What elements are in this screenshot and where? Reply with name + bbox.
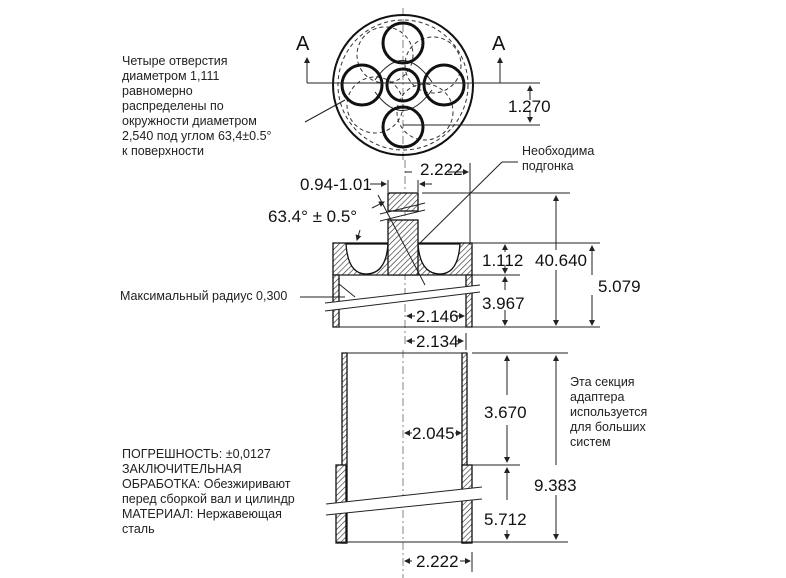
dim-tube-upper-height: 3.670 bbox=[484, 403, 527, 422]
dim-tube-lower-height: 5.712 bbox=[484, 510, 527, 529]
dim-tube-total-height: 9.383 bbox=[534, 476, 577, 495]
dim-upper-height: 5.079 bbox=[598, 277, 641, 296]
dim-tube-outer: 2.222 bbox=[416, 552, 459, 571]
max-radius-note: Максимальный радиус 0,300 bbox=[120, 289, 288, 303]
dim-cup-height: 1.112 bbox=[482, 251, 523, 270]
dim-ring-inner: 2.146 bbox=[416, 307, 459, 326]
dim-tolerance-gap: 0.94-1.01 bbox=[300, 175, 372, 194]
dim-tube-inner: 2.045 bbox=[412, 424, 455, 443]
holes-note: Четыре отверстия диаметром 1,111 равноме… bbox=[122, 54, 272, 158]
dim-top-width: 2.222 bbox=[420, 160, 463, 179]
dim-hole-offset: 1.270 bbox=[508, 97, 551, 116]
spec-note: ПОГРЕШНОСТЬ: ±0,0127 ЗАКЛЮЧИТЕЛЬНАЯ ОБРА… bbox=[122, 447, 295, 536]
section-label-left: A bbox=[296, 33, 310, 55]
tube-section bbox=[325, 350, 568, 578]
dim-overall-height: 40.640 bbox=[535, 251, 587, 270]
dim-angle: 63.4° ± 0.5° bbox=[268, 207, 357, 226]
dim-ring-height: 3.967 bbox=[482, 294, 525, 313]
fit-required-note: Необходима подгонка bbox=[522, 144, 595, 173]
top-view bbox=[304, 8, 540, 160]
section-use-note: Эта секция адаптера используется для бол… bbox=[570, 375, 648, 449]
section-label-right: A bbox=[492, 33, 506, 55]
dim-ring-outer: 2.134 bbox=[416, 332, 459, 351]
plug-section bbox=[300, 160, 600, 350]
